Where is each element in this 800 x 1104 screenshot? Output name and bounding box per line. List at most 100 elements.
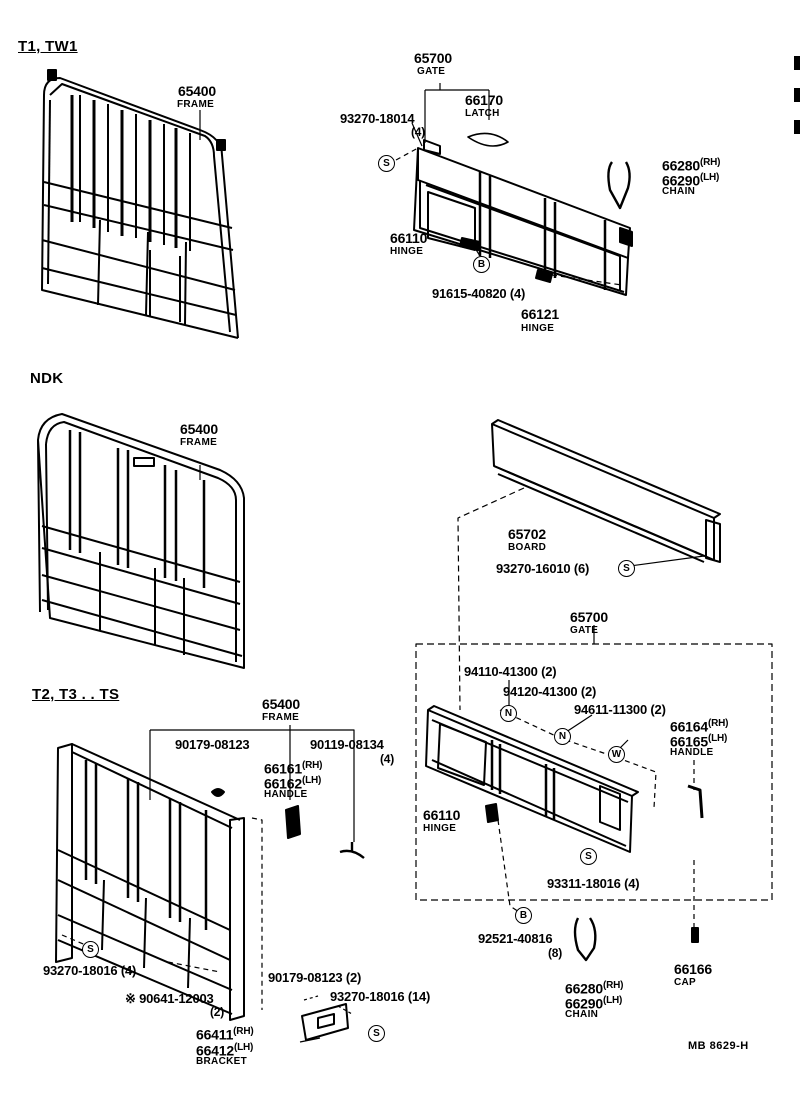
pin-number: 92521-40816 (478, 931, 553, 946)
bolt-top-number: 93270-18014 (340, 111, 415, 126)
cap-drawing (691, 927, 699, 943)
board-leader (629, 555, 705, 567)
edge-mark-1 (794, 56, 800, 70)
board-name: BOARD (508, 542, 547, 553)
gate-right-screw-number: 93311-18016 (4) (547, 876, 640, 891)
s-symbol-top: S (378, 155, 395, 172)
handle-left-name: HANDLE (264, 789, 308, 800)
nut-94120-number: 94120-41300 (2) (503, 684, 597, 699)
part-90641-qty: (2) (210, 1005, 225, 1019)
chain-top-rh-no: 66280 (662, 157, 700, 174)
gate-right-name: GATE (570, 625, 599, 636)
handle-right-drawing (687, 784, 704, 819)
frame-top-drawing (41, 69, 239, 339)
hinge2-name: HINGE (521, 323, 555, 334)
chain-top-lh-tag: (LH) (699, 172, 720, 183)
bolt-drawing (339, 842, 365, 859)
handle-left-lh-number: 66162(LH) (264, 773, 321, 792)
board-dash (457, 487, 525, 711)
chain-lower-rh-tag: (RH) (602, 980, 624, 991)
gate-top-number: 65700 (414, 50, 452, 66)
part-90641-number: ※ 90641-12003 (125, 991, 214, 1006)
bracket-rh-number: 66411(RH) (196, 1024, 254, 1043)
pin-qty: (8) (548, 946, 563, 960)
chain-top-drawing (607, 161, 631, 210)
part-90179-2-number: 90179-08123 (2) (268, 970, 362, 985)
frame-bottom-name: FRAME (262, 712, 300, 723)
handle-right-rh-no: 66164 (670, 718, 708, 735)
frame-ndk-drawing (37, 413, 245, 669)
bottom-leaders (149, 725, 355, 842)
board-drawing (491, 419, 721, 563)
section-title-ndk: NDK (30, 370, 64, 387)
s-symbol-bracket: S (368, 1025, 385, 1042)
b-symbol-gate-right: B (515, 907, 532, 924)
frame-bottom-number: 65400 (262, 696, 300, 712)
gate-right-dashes (497, 709, 695, 930)
gate-top-name: GATE (417, 66, 446, 77)
nut-drawing (211, 788, 225, 797)
handle-right-rh-number: 66164(RH) (670, 716, 728, 735)
handle-right-lh-tag: (LH) (707, 733, 728, 744)
s-symbol-board: S (618, 560, 635, 577)
bracket-lh-number: 66412(LH) (196, 1040, 253, 1059)
part-90119-number: 90119-08134 (310, 737, 384, 752)
chain-lower-lh-tag: (LH) (602, 995, 623, 1006)
hinge-right-drawing (485, 803, 499, 823)
part-90179-number: 90179-08123 (175, 737, 250, 752)
bracket-rh-no: 66411 (196, 1026, 234, 1043)
bottom-screw-number: 93270-18016 (4) (43, 963, 137, 978)
frame-top-name: FRAME (177, 99, 215, 110)
latch-name: LATCH (465, 108, 500, 119)
hinge-right-name: HINGE (423, 823, 457, 834)
chain-top-rh-number: 66280(RH) (662, 155, 720, 174)
handle-left-drawing (285, 805, 301, 839)
handle-left-rh-no: 66161 (264, 760, 302, 777)
n-symbol-1: N (500, 705, 517, 722)
handle-left-rh-number: 66161(RH) (264, 758, 322, 777)
handle-left-rh-tag: (RH) (301, 760, 323, 771)
bracket-drawing (299, 995, 353, 1043)
chain-lower-lh-no: 66290 (565, 995, 603, 1012)
w-symbol: W (608, 746, 625, 763)
handle-right-rh-tag: (RH) (707, 718, 729, 729)
s-symbol-bottom: S (82, 941, 99, 958)
bolt-top-qty: (4) (411, 125, 426, 139)
chain-top-name: CHAIN (662, 186, 696, 197)
chain-lower-name: CHAIN (565, 1009, 599, 1020)
reference-code: MB 8629-H (688, 1040, 749, 1052)
frame-ndk-number: 65400 (180, 421, 218, 437)
s-symbol-gate-right: S (580, 848, 597, 865)
chain-lower-lh-number: 66290(LH) (565, 993, 622, 1012)
edge-mark-3 (794, 120, 800, 134)
handle-right-name: HANDLE (670, 747, 714, 758)
hinge-right-number: 66110 (423, 807, 461, 823)
bracket-lh-tag: (LH) (233, 1042, 254, 1053)
handle-left-lh-tag: (LH) (301, 775, 322, 786)
bracket-name: BRACKET (196, 1056, 247, 1067)
frame-ndk-name: FRAME (180, 437, 218, 448)
chain-lower-rh-number: 66280(RH) (565, 978, 623, 997)
handle-right-lh-number: 66165(LH) (670, 731, 727, 750)
bracket-rh-tag: (RH) (233, 1026, 254, 1037)
chain-top-rh-tag: (RH) (699, 157, 721, 168)
cap-name: CAP (674, 977, 697, 988)
chain-top-lh-number: 66290(LH) (662, 170, 719, 189)
b-symbol-top: B (473, 256, 490, 273)
latch-number: 66170 (465, 92, 503, 108)
part-93270-14-number: 93270-18016 (14) (330, 989, 431, 1004)
part-90119-qty: (4) (380, 752, 395, 766)
chain-lower-drawing (573, 917, 597, 962)
bracket-lh-no: 66412 (196, 1042, 234, 1059)
hinge-top-number: 66110 (390, 230, 428, 246)
handle-right-lh-no: 66165 (670, 733, 708, 750)
rivet-top-number: 91615-40820 (4) (432, 286, 526, 301)
bottom-dashes (61, 817, 263, 1010)
frame-top-number: 65400 (178, 83, 216, 99)
hinge-top-name: HINGE (390, 246, 424, 257)
hinge2-number: 66121 (521, 306, 559, 322)
chain-top-lh-no: 66290 (662, 172, 700, 189)
edge-mark-2 (794, 88, 800, 102)
section-title-t2-t3-ts: T2, T3 . . TS (32, 686, 120, 703)
n-symbol-2: N (554, 728, 571, 745)
